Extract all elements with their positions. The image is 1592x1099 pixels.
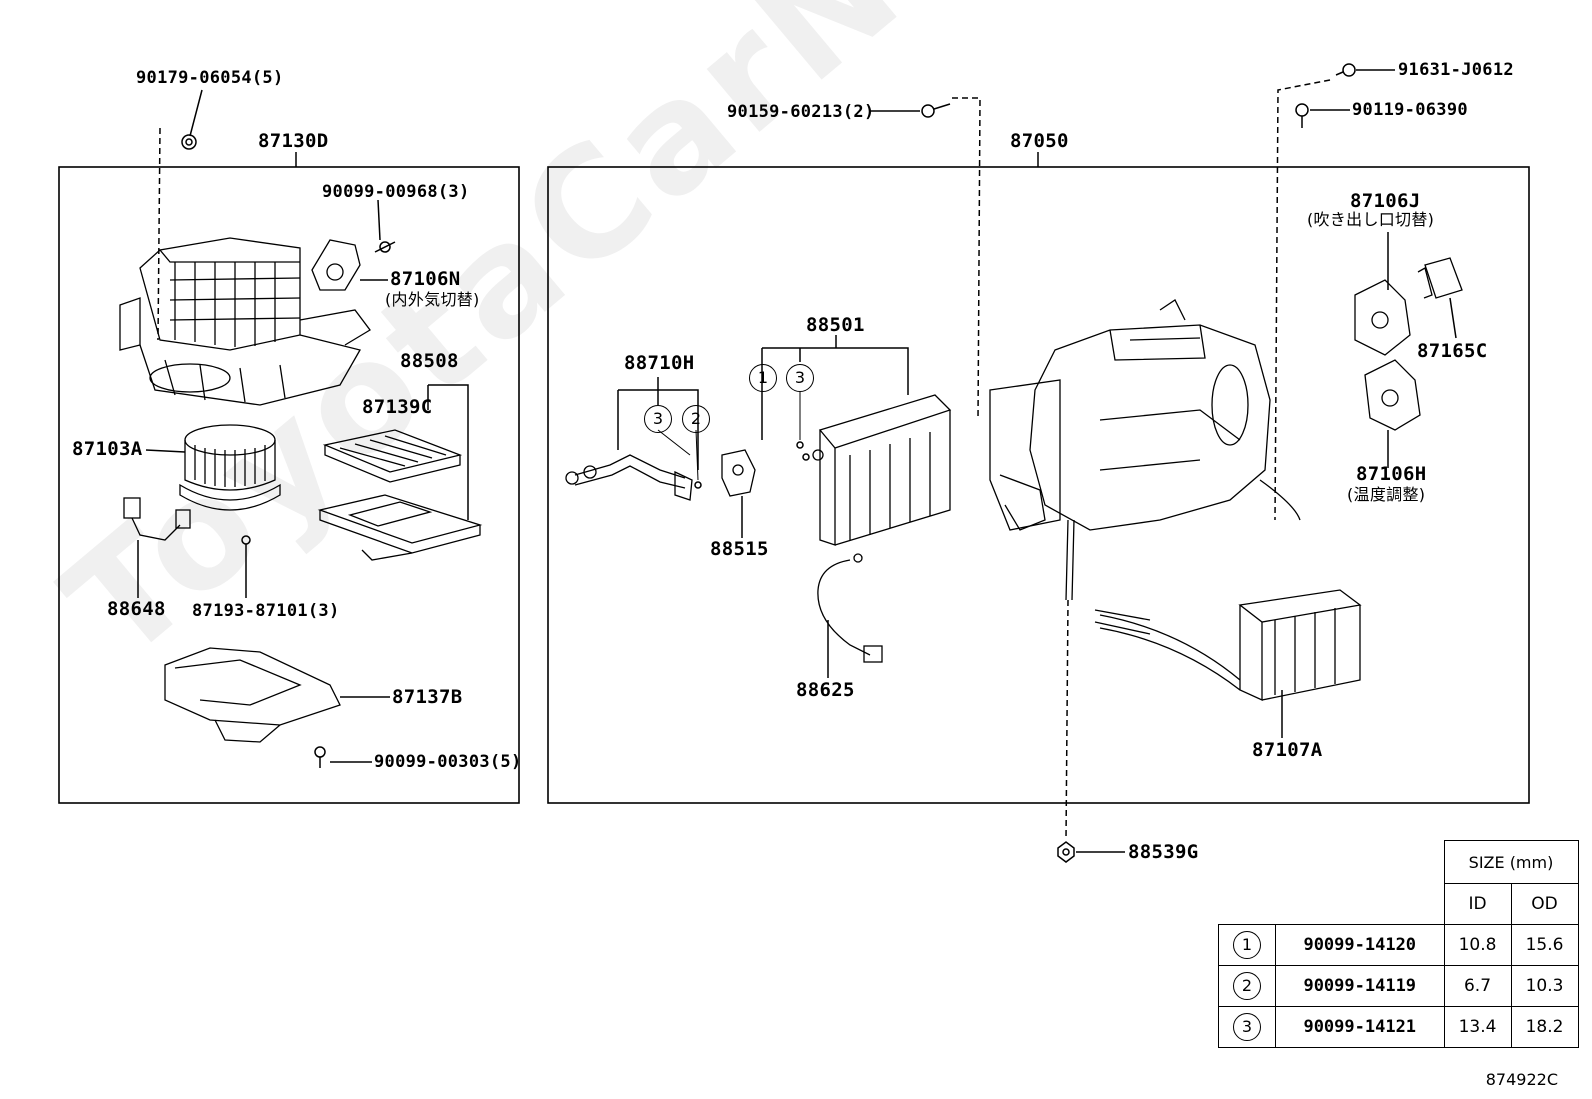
size-header: SIZE (mm): [1443, 840, 1579, 884]
part-87107A-label: 87107A: [1252, 739, 1323, 761]
left-group-title: 87130D: [258, 130, 329, 152]
heater-core-87107A-icon: [1094, 589, 1362, 702]
screw-90099-00968-icon: [374, 241, 396, 253]
callout-3-pipe: 3: [644, 405, 672, 433]
row-part-number: 90099-14120: [1275, 924, 1445, 966]
part-87106N-note: (内外気切替): [385, 290, 480, 309]
wire-harness-88648-icon: [123, 497, 191, 541]
callout-1-evaporator: 1: [749, 364, 777, 392]
servo-87106J-icon: [1354, 279, 1411, 356]
part-90099-00303-label: 90099-00303(5): [374, 752, 522, 772]
part-88515-label: 88515: [710, 538, 769, 560]
part-87106J-note: (吹き出し口切替): [1307, 210, 1435, 229]
part-87106J-label: 87106J: [1350, 190, 1421, 212]
bolt-90159-icon: [921, 103, 951, 118]
blower-case-icon: [119, 237, 371, 406]
part-87106N-label: 87106N: [390, 268, 461, 290]
o-ring-size-table: SIZE (mm) ID OD 1 90099-14120 10.8 15.6 …: [1218, 840, 1579, 1048]
part-87193-87101-label: 87193-87101(3): [192, 601, 340, 621]
row-id: 6.7: [1443, 965, 1512, 1007]
diagram-code: 874922C: [1485, 1070, 1558, 1089]
row-od: 18.2: [1510, 1006, 1579, 1048]
filter-frame-icon: [317, 494, 483, 561]
row-number: 3: [1233, 1013, 1261, 1041]
part-88508-label: 88508: [400, 350, 459, 372]
lower-case-87137B-icon: [164, 647, 341, 743]
servo-87106H-icon: [1364, 359, 1421, 431]
part-88501-label: 88501: [806, 314, 865, 336]
expansion-valve-88515-icon: [721, 449, 756, 497]
table-row: 2 90099-14119 6.7 10.3: [1218, 965, 1579, 1007]
nut-88539G-icon: [1057, 841, 1075, 863]
col-id-header: ID: [1443, 883, 1512, 925]
heater-unit-87050-icon: [989, 299, 1301, 531]
callout-2-pipe: 2: [682, 405, 710, 433]
part-90159-60213-label: 90159-60213(2): [727, 102, 875, 122]
part-90099-00968-label: 90099-00968(3): [322, 182, 470, 202]
table-row: 3 90099-14121 13.4 18.2: [1218, 1006, 1579, 1048]
part-88539G-label: 88539G: [1128, 841, 1199, 863]
row-od: 10.3: [1510, 965, 1579, 1007]
row-number: 1: [1233, 931, 1261, 959]
row-od: 15.6: [1510, 924, 1579, 966]
row-id: 13.4: [1443, 1006, 1512, 1048]
servo-87106N-icon: [311, 239, 361, 291]
part-90119-06390-label: 90119-06390: [1352, 100, 1468, 120]
part-91631-J0612-label: 91631-J0612: [1398, 60, 1514, 80]
part-90179-06054-label: 90179-06054(5): [136, 68, 284, 88]
nut-90179-icon: [181, 134, 197, 150]
part-87106H-note: (温度調整): [1347, 485, 1426, 504]
screw-90119-icon: [1295, 103, 1309, 128]
callout-3-evaporator: 3: [786, 364, 814, 392]
part-87103A-label: 87103A: [72, 438, 143, 460]
part-87137B-label: 87137B: [392, 686, 463, 708]
row-id: 10.8: [1443, 924, 1512, 966]
thermistor-88625-icon: [817, 553, 883, 663]
part-87106H-label: 87106H: [1356, 463, 1427, 485]
clip-91631-icon: [1335, 63, 1356, 77]
evaporator-88501-icon: [812, 394, 952, 546]
screw-90099-00303-icon: [314, 746, 326, 768]
row-number: 2: [1233, 972, 1261, 1000]
col-od-header: OD: [1510, 883, 1579, 925]
pipe-88710H-icon: [565, 454, 693, 501]
air-filter-87139C-icon: [322, 429, 463, 483]
left-group-box: [58, 166, 520, 804]
blower-motor-87103A-icon: [179, 424, 281, 511]
table-row: 1 90099-14120 10.8 15.6: [1218, 924, 1579, 966]
part-87165C-label: 87165C: [1417, 340, 1488, 362]
part-88710H-label: 88710H: [624, 352, 695, 374]
screw-87193-icon: [241, 535, 251, 560]
sensor-87165C-icon: [1417, 257, 1463, 299]
part-88648-label: 88648: [107, 598, 166, 620]
row-part-number: 90099-14121: [1275, 1006, 1445, 1048]
row-part-number: 90099-14119: [1275, 965, 1445, 1007]
right-group-title: 87050: [1010, 130, 1069, 152]
part-88625-label: 88625: [796, 679, 855, 701]
part-87139C-label: 87139C: [362, 396, 433, 418]
